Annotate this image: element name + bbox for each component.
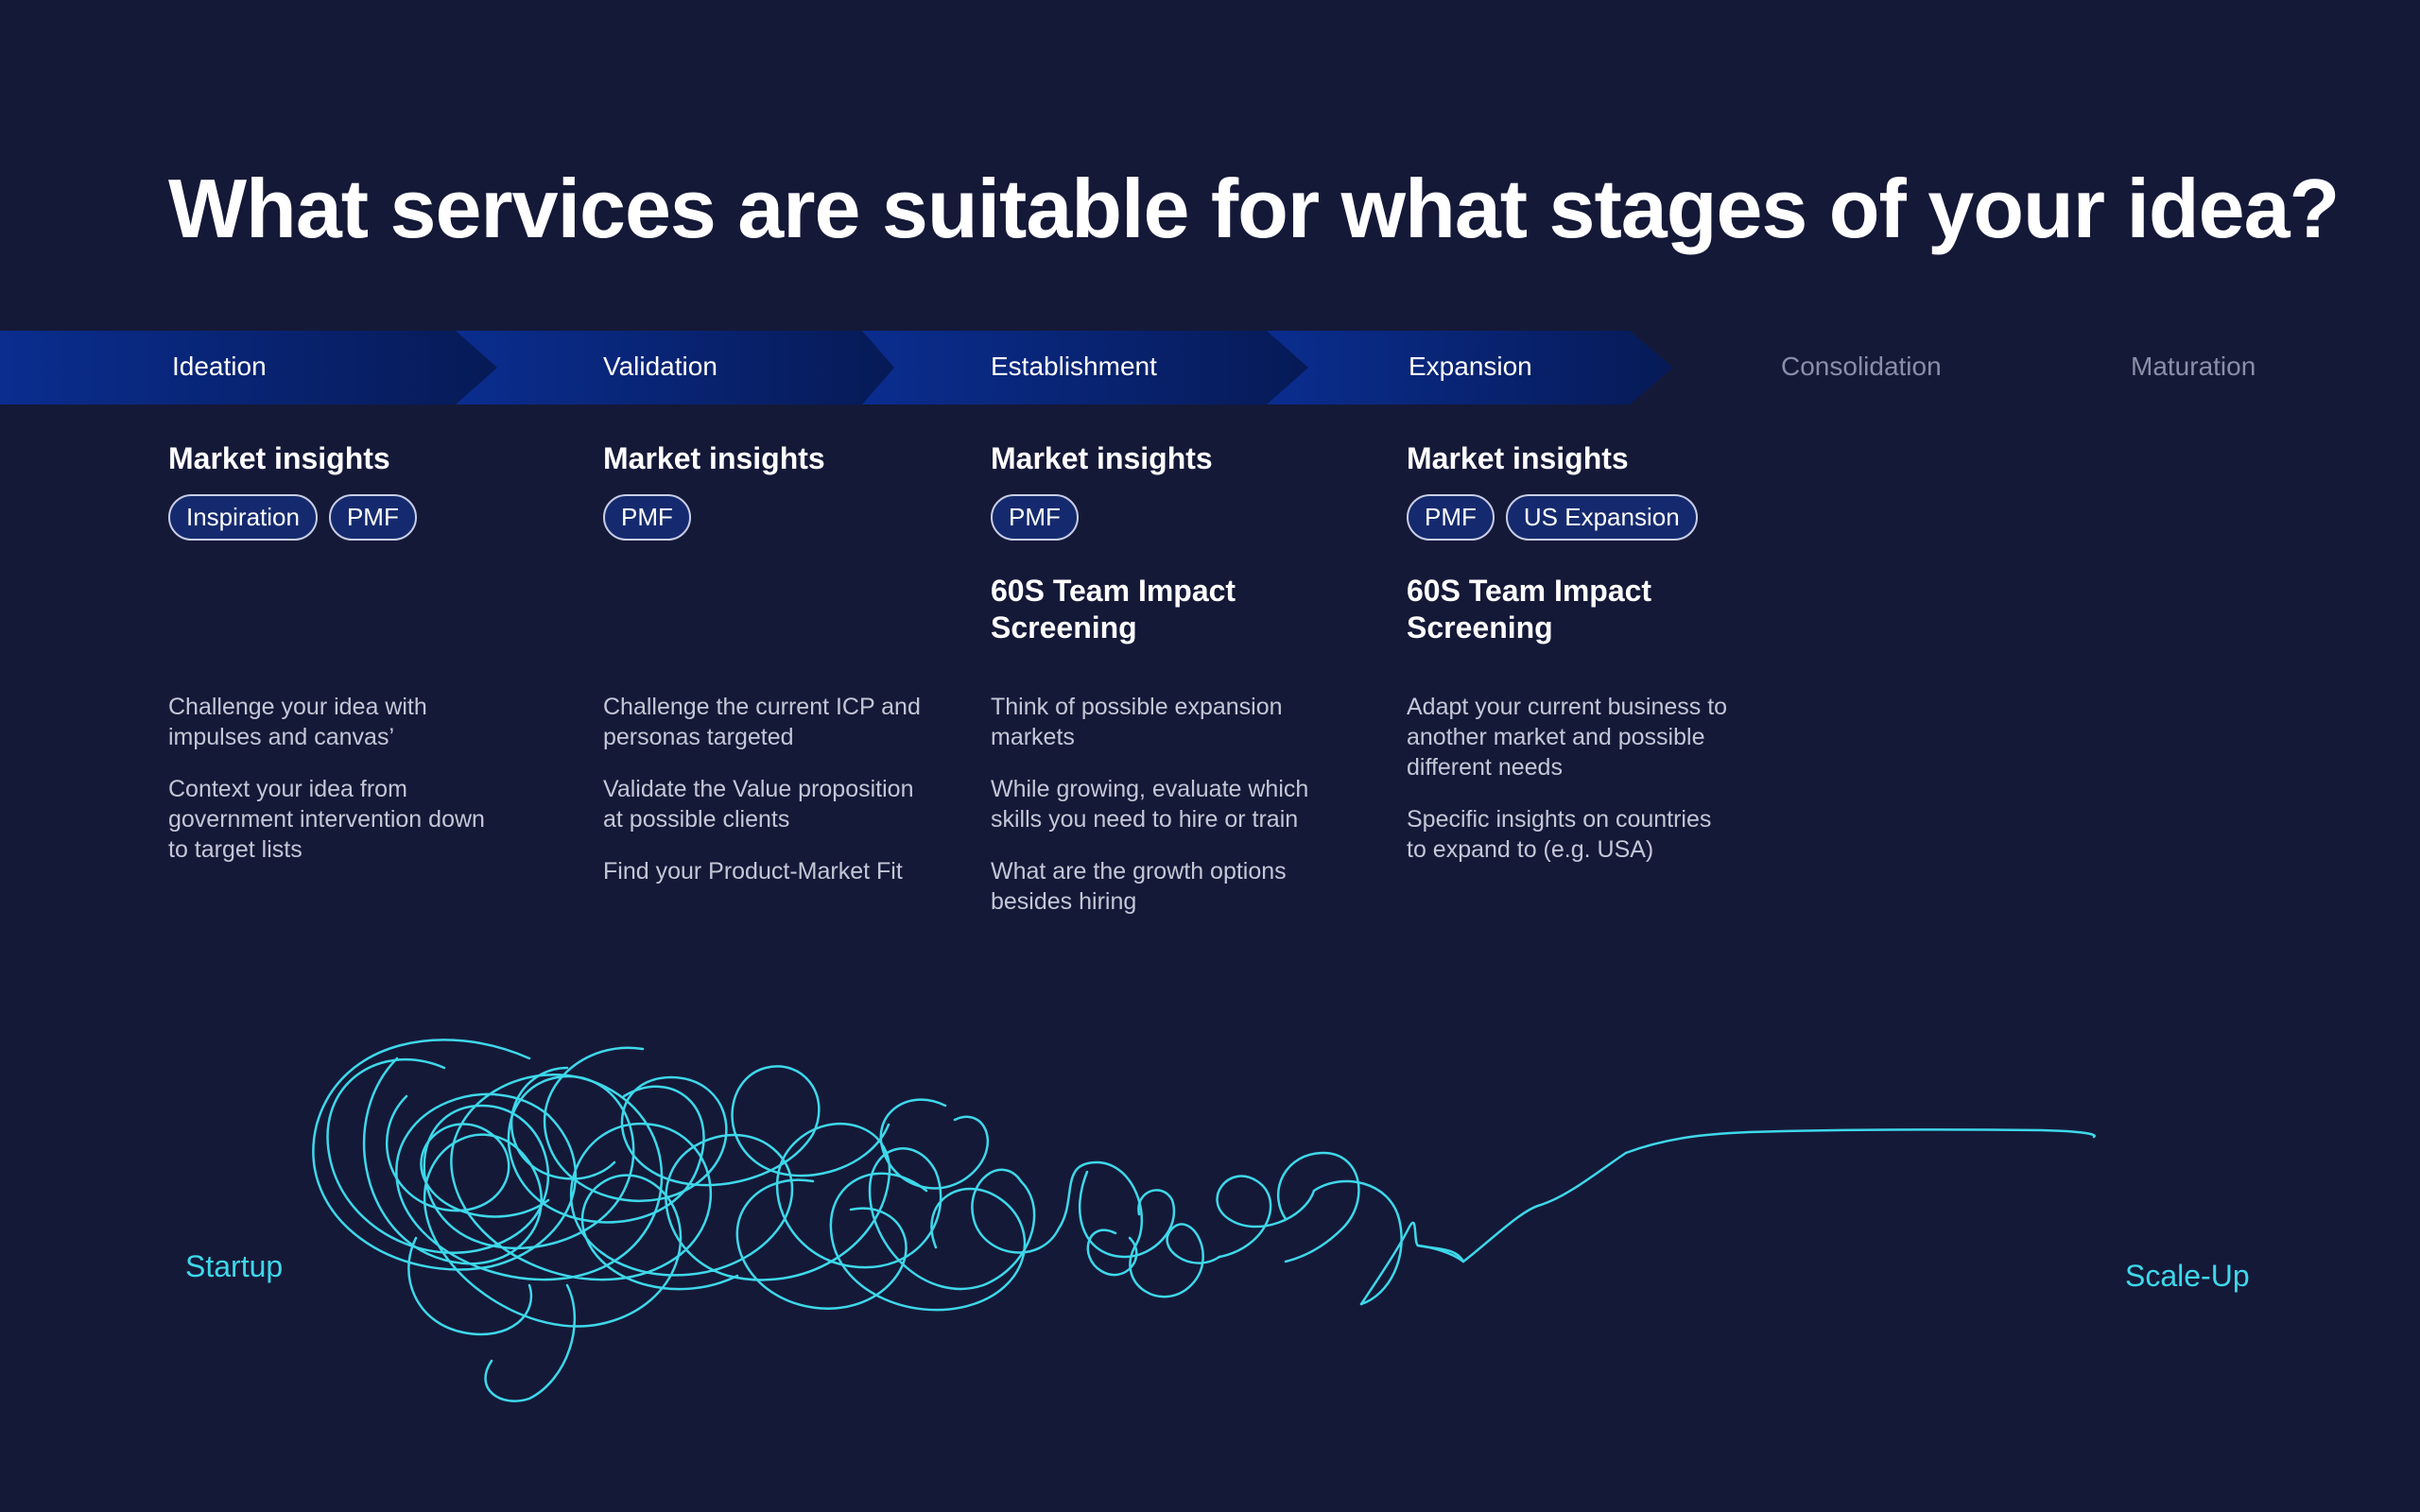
description-text: Specific insights on countries to expand… [1407, 806, 1712, 863]
services-column-validation: Market insights PMF [603, 440, 925, 573]
description-text: What are the growth options besides hiri… [991, 858, 1287, 915]
service-tags: PMF [603, 494, 925, 541]
tag-us-expansion[interactable]: US Expansion [1505, 494, 1698, 541]
stage-maturation: Maturation [2131, 352, 2256, 381]
description-text: Challenge the current ICP and personas t… [603, 694, 921, 750]
stage-arrow-establishment [862, 331, 1308, 404]
service-title: Market insights [603, 441, 825, 475]
tag-pmf[interactable]: PMF [328, 494, 417, 541]
journey-end-label: Scale-Up [2125, 1259, 2250, 1293]
service-title: Market insights [1407, 441, 1629, 475]
service-title: Market insights [168, 441, 390, 475]
tag-pmf[interactable]: PMF [1407, 494, 1495, 541]
journey-squiggle [312, 1039, 2096, 1402]
service-tags: PMF US Expansion [1407, 494, 1728, 541]
stage-arrow-ideation [0, 331, 497, 404]
services-column-ideation: Market insights Inspiration PMF [168, 440, 490, 573]
service-title: 60S Team Impact Screening [991, 574, 1236, 644]
tag-inspiration[interactable]: Inspiration [168, 494, 318, 541]
description-text: Context your idea from government interv… [168, 776, 485, 863]
services-column-establishment: Market insights PMF 60S Team Impact Scre… [991, 440, 1312, 663]
service-title: 60S Team Impact Screening [1407, 574, 1652, 644]
stage-timeline-band [0, 331, 1673, 404]
description-text: Challenge your idea with impulses and ca… [168, 694, 427, 750]
page-title: What services are suitable for what stag… [168, 162, 2340, 255]
service-tags: Inspiration PMF [168, 494, 490, 541]
stage-consolidation: Consolidation [1781, 352, 1942, 381]
stage-arrow-expansion [1267, 331, 1673, 404]
tag-pmf[interactable]: PMF [603, 494, 691, 541]
tag-pmf[interactable]: PMF [991, 494, 1079, 541]
description-text: While growing, evaluate which skills you… [991, 776, 1309, 833]
stage-arrow-validation [456, 331, 894, 404]
descriptions-establishment: Think of possible expansion markets Whil… [991, 692, 1322, 938]
descriptions-validation: Challenge the current ICP and personas t… [603, 692, 934, 908]
stage-validation: Validation [603, 352, 717, 381]
journey-start-label: Startup [185, 1249, 284, 1283]
description-text: Adapt your current business to another m… [1407, 694, 1728, 781]
descriptions-ideation: Challenge your idea with impulses and ca… [168, 692, 499, 886]
stage-expansion: Expansion [1409, 352, 1532, 381]
service-tags: PMF [991, 494, 1312, 541]
stage-establishment: Establishment [991, 352, 1157, 381]
services-column-expansion: Market insights PMF US Expansion 60S Tea… [1407, 440, 1728, 663]
description-text: Find your Product-Market Fit [603, 858, 903, 885]
description-text: Think of possible expansion markets [991, 694, 1283, 750]
description-text: Validate the Value proposition at possib… [603, 776, 914, 833]
service-title: Market insights [991, 441, 1213, 475]
stage-ideation: Ideation [172, 352, 267, 381]
descriptions-expansion: Adapt your current business to another m… [1407, 692, 1737, 886]
